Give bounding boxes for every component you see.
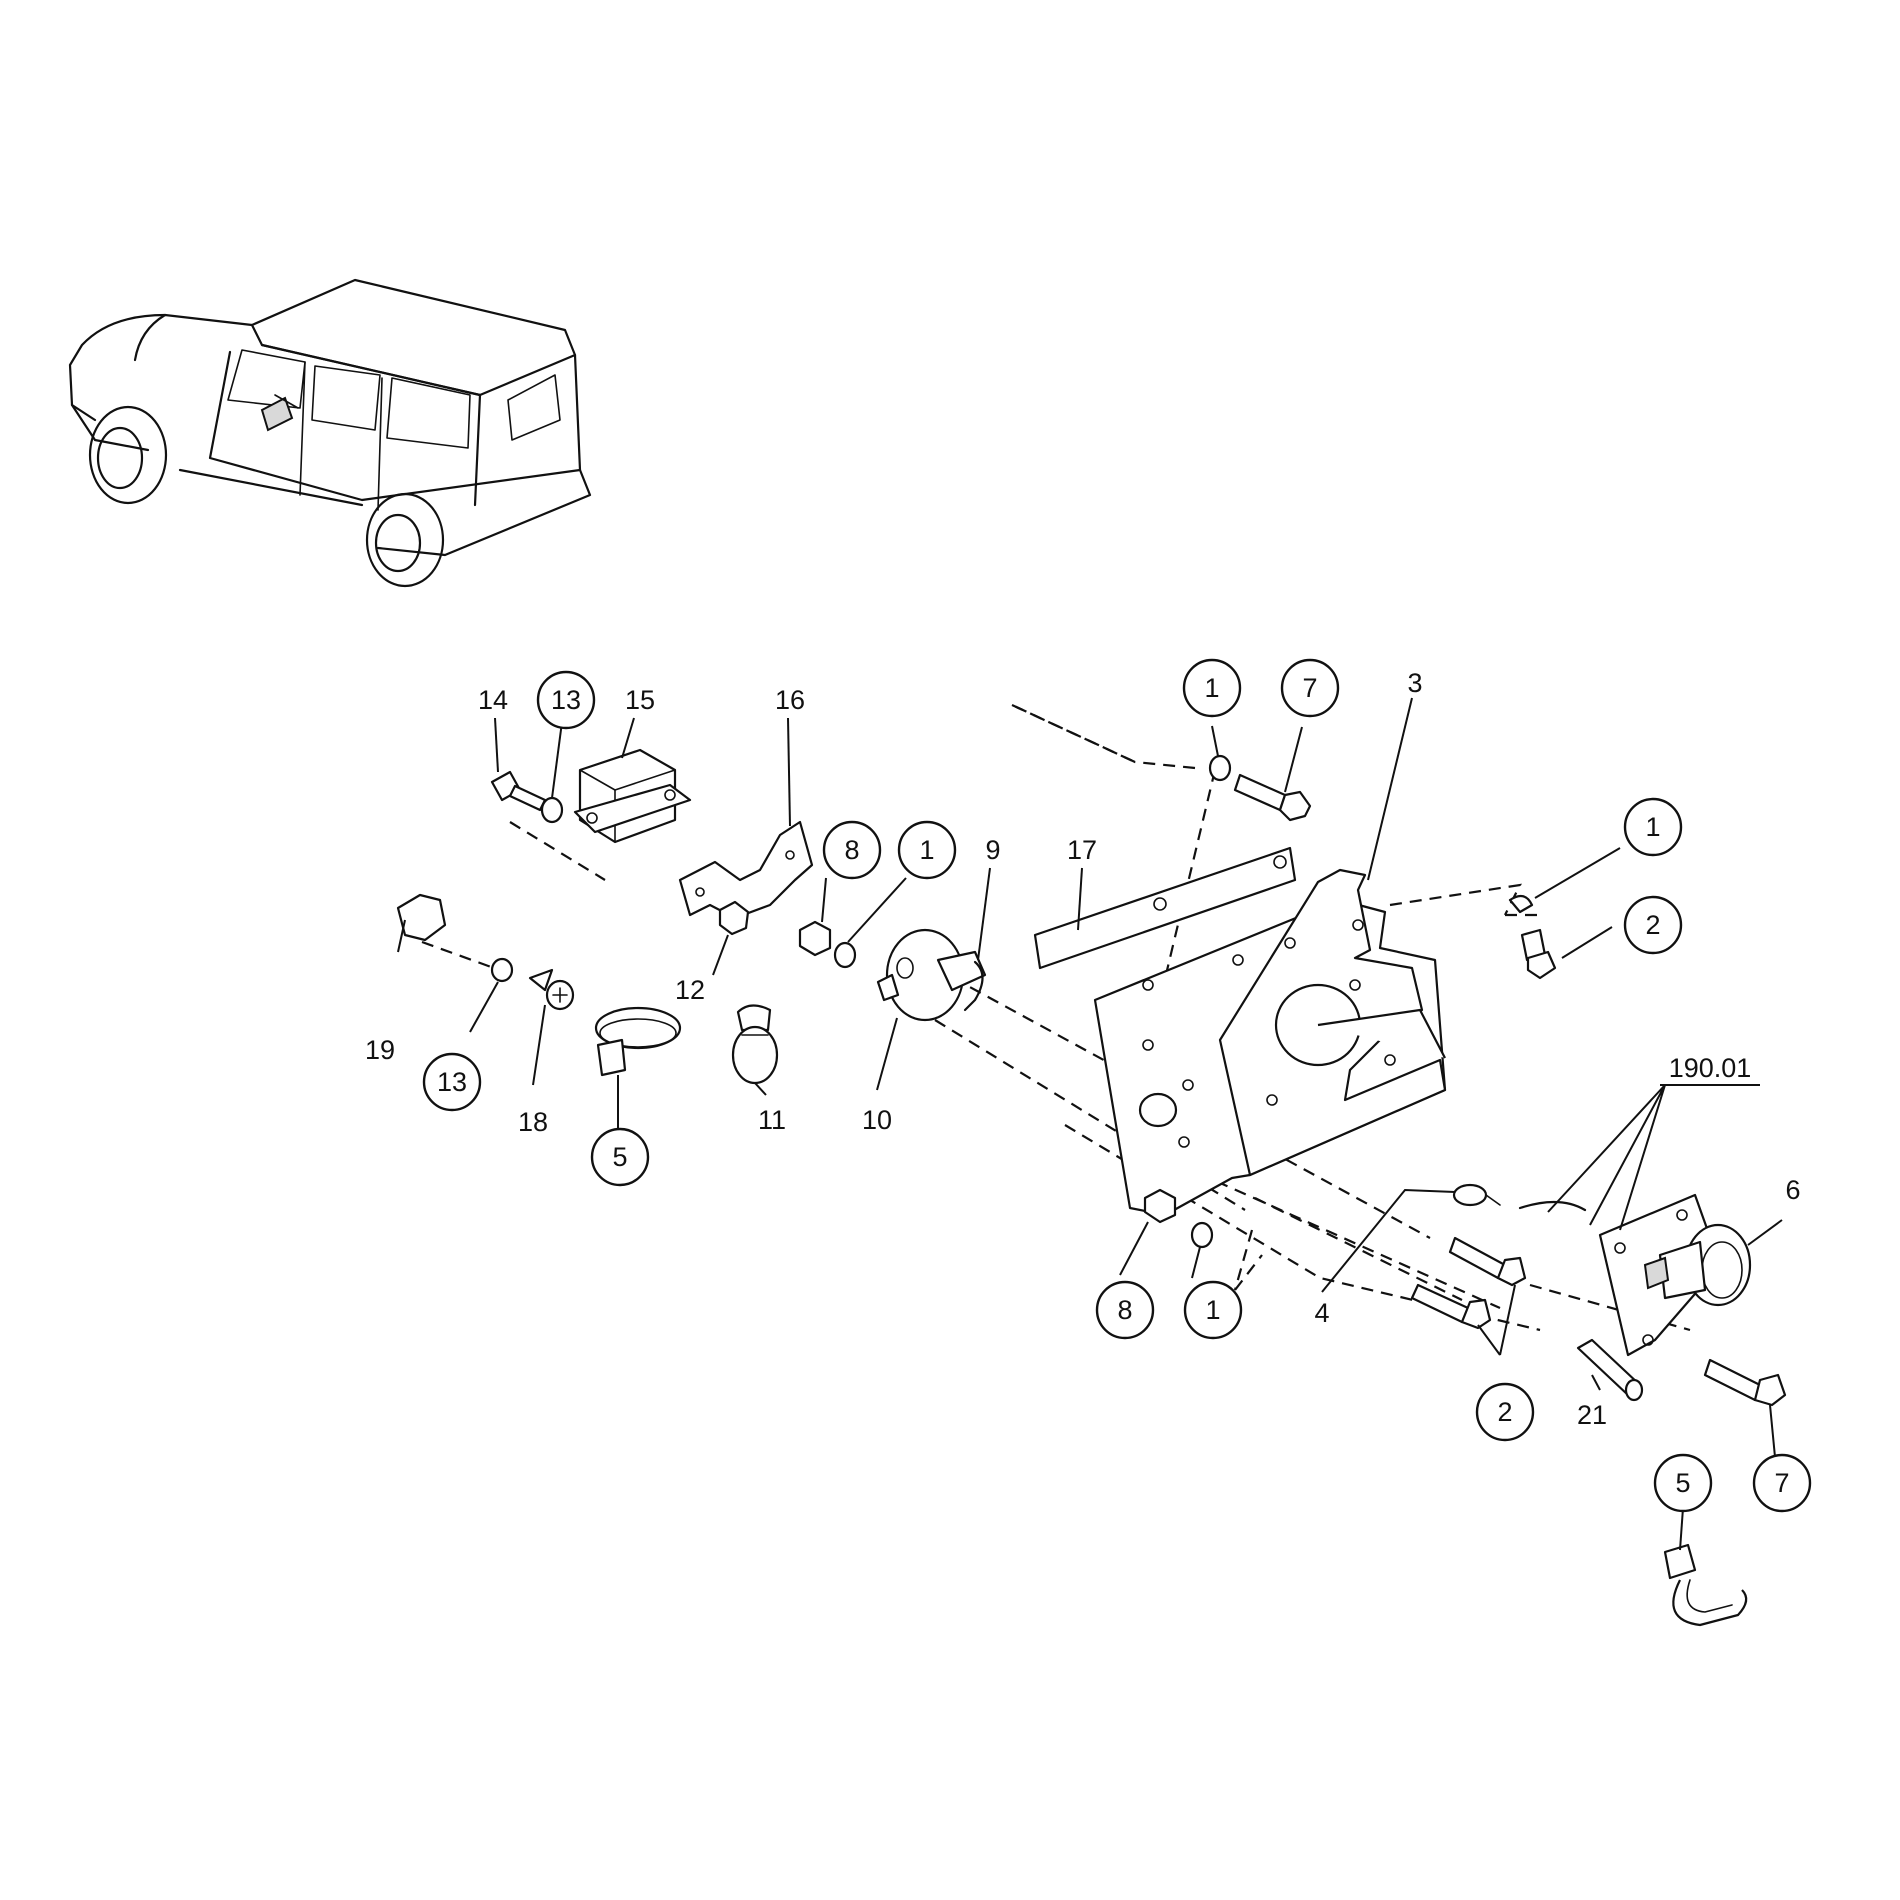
callout-5-right: 5 bbox=[1675, 1468, 1690, 1498]
callout-7-lower: 7 bbox=[1774, 1468, 1789, 1498]
callout-18: 18 bbox=[518, 1107, 548, 1137]
callout-2-lower: 2 bbox=[1497, 1397, 1512, 1427]
callout-1-d: 1 bbox=[1205, 1295, 1220, 1325]
callout-21: 21 bbox=[1577, 1400, 1607, 1430]
callout-190-01: 190.01 bbox=[1669, 1053, 1752, 1083]
part-1-washer-d bbox=[1190, 1221, 1214, 1249]
part-1-washer-b bbox=[1208, 754, 1232, 782]
part-21-fuse bbox=[1576, 1338, 1644, 1402]
part-15-relay bbox=[573, 748, 692, 844]
callout-19: 19 bbox=[365, 1035, 395, 1065]
callout-circle-7-upper bbox=[1280, 658, 1340, 718]
callout-2-upper: 2 bbox=[1645, 910, 1660, 940]
part-2-bolt-lower-b bbox=[1410, 1283, 1492, 1330]
callout-circle-13-lower bbox=[422, 1052, 482, 1112]
callout-16: 16 bbox=[775, 685, 805, 715]
leader-lines bbox=[397, 697, 1783, 1551]
part-8-nut-lower bbox=[1143, 1188, 1177, 1224]
callout-circle-8-upper bbox=[822, 820, 882, 880]
callout-5-left: 5 bbox=[612, 1142, 627, 1172]
callout-1-a: 1 bbox=[919, 835, 934, 865]
callout-circle-1-b bbox=[1182, 658, 1242, 718]
callout-circle-2-upper bbox=[1623, 895, 1683, 955]
callout-12: 12 bbox=[675, 975, 705, 1005]
part-13-washer-lower bbox=[490, 957, 514, 983]
part-12-nut bbox=[718, 900, 750, 936]
callout-circle-7-lower bbox=[1752, 1453, 1812, 1513]
callout-9: 9 bbox=[985, 835, 1000, 865]
part-2-bolt-upper bbox=[1520, 928, 1557, 980]
callout-circle-5-right bbox=[1653, 1453, 1713, 1513]
part-19-clip bbox=[396, 893, 447, 942]
callout-13-upper: 13 bbox=[551, 685, 581, 715]
part-7-bolt-upper bbox=[1233, 773, 1312, 822]
part-13-washer-upper bbox=[540, 796, 564, 824]
vehicle-locator-illustration bbox=[68, 278, 592, 588]
part-16-bracket bbox=[678, 820, 814, 920]
callout-circle-1-c bbox=[1623, 797, 1683, 857]
callout-circle-1-a bbox=[897, 820, 957, 880]
part-1-washer-a bbox=[833, 941, 857, 969]
part-8-nut-upper bbox=[798, 920, 832, 957]
callout-14: 14 bbox=[478, 685, 508, 715]
callout-17: 17 bbox=[1067, 835, 1097, 865]
part-2-bolt-lower-a bbox=[1448, 1236, 1527, 1287]
callout-13-lower: 13 bbox=[437, 1067, 467, 1097]
callout-10: 10 bbox=[862, 1105, 892, 1135]
part-5-hose-clamp-left bbox=[594, 1006, 682, 1077]
callout-3: 3 bbox=[1407, 668, 1422, 698]
part-17-mounting-strip bbox=[1033, 846, 1297, 970]
callout-circle-2-lower bbox=[1475, 1382, 1535, 1442]
part-5-hose-clamp-right bbox=[1663, 1543, 1748, 1627]
callout-1-b: 1 bbox=[1204, 673, 1219, 703]
part-10-isolator-switch bbox=[876, 928, 987, 1022]
callout-15: 15 bbox=[625, 685, 655, 715]
callout-6: 6 bbox=[1785, 1175, 1800, 1205]
part-18-screw bbox=[528, 968, 575, 1011]
part-11-rubber-boot bbox=[731, 1004, 779, 1085]
callout-4: 4 bbox=[1314, 1298, 1329, 1328]
callout-circle-5-left bbox=[590, 1127, 650, 1187]
part-14-bolt bbox=[490, 770, 547, 812]
callout-11: 11 bbox=[758, 1105, 786, 1135]
callout-8-upper: 8 bbox=[844, 835, 859, 865]
callout-circle-8-lower bbox=[1095, 1280, 1155, 1340]
callout-8-lower: 8 bbox=[1117, 1295, 1132, 1325]
callout-1-c: 1 bbox=[1645, 812, 1660, 842]
part-6-switch-bracket bbox=[1598, 1193, 1752, 1357]
part-7-bolt-lower bbox=[1703, 1358, 1787, 1407]
callout-labels: 14 13 15 16 19 13 18 12 5 11 8 1 9 10 17… bbox=[365, 658, 1812, 1513]
callout-circle-13-upper bbox=[536, 670, 596, 730]
callout-circle-1-d bbox=[1183, 1280, 1243, 1340]
part-1-washer-c bbox=[1508, 894, 1534, 914]
part-4-ring-terminal bbox=[1452, 1183, 1587, 1212]
callout-7-upper: 7 bbox=[1302, 673, 1317, 703]
